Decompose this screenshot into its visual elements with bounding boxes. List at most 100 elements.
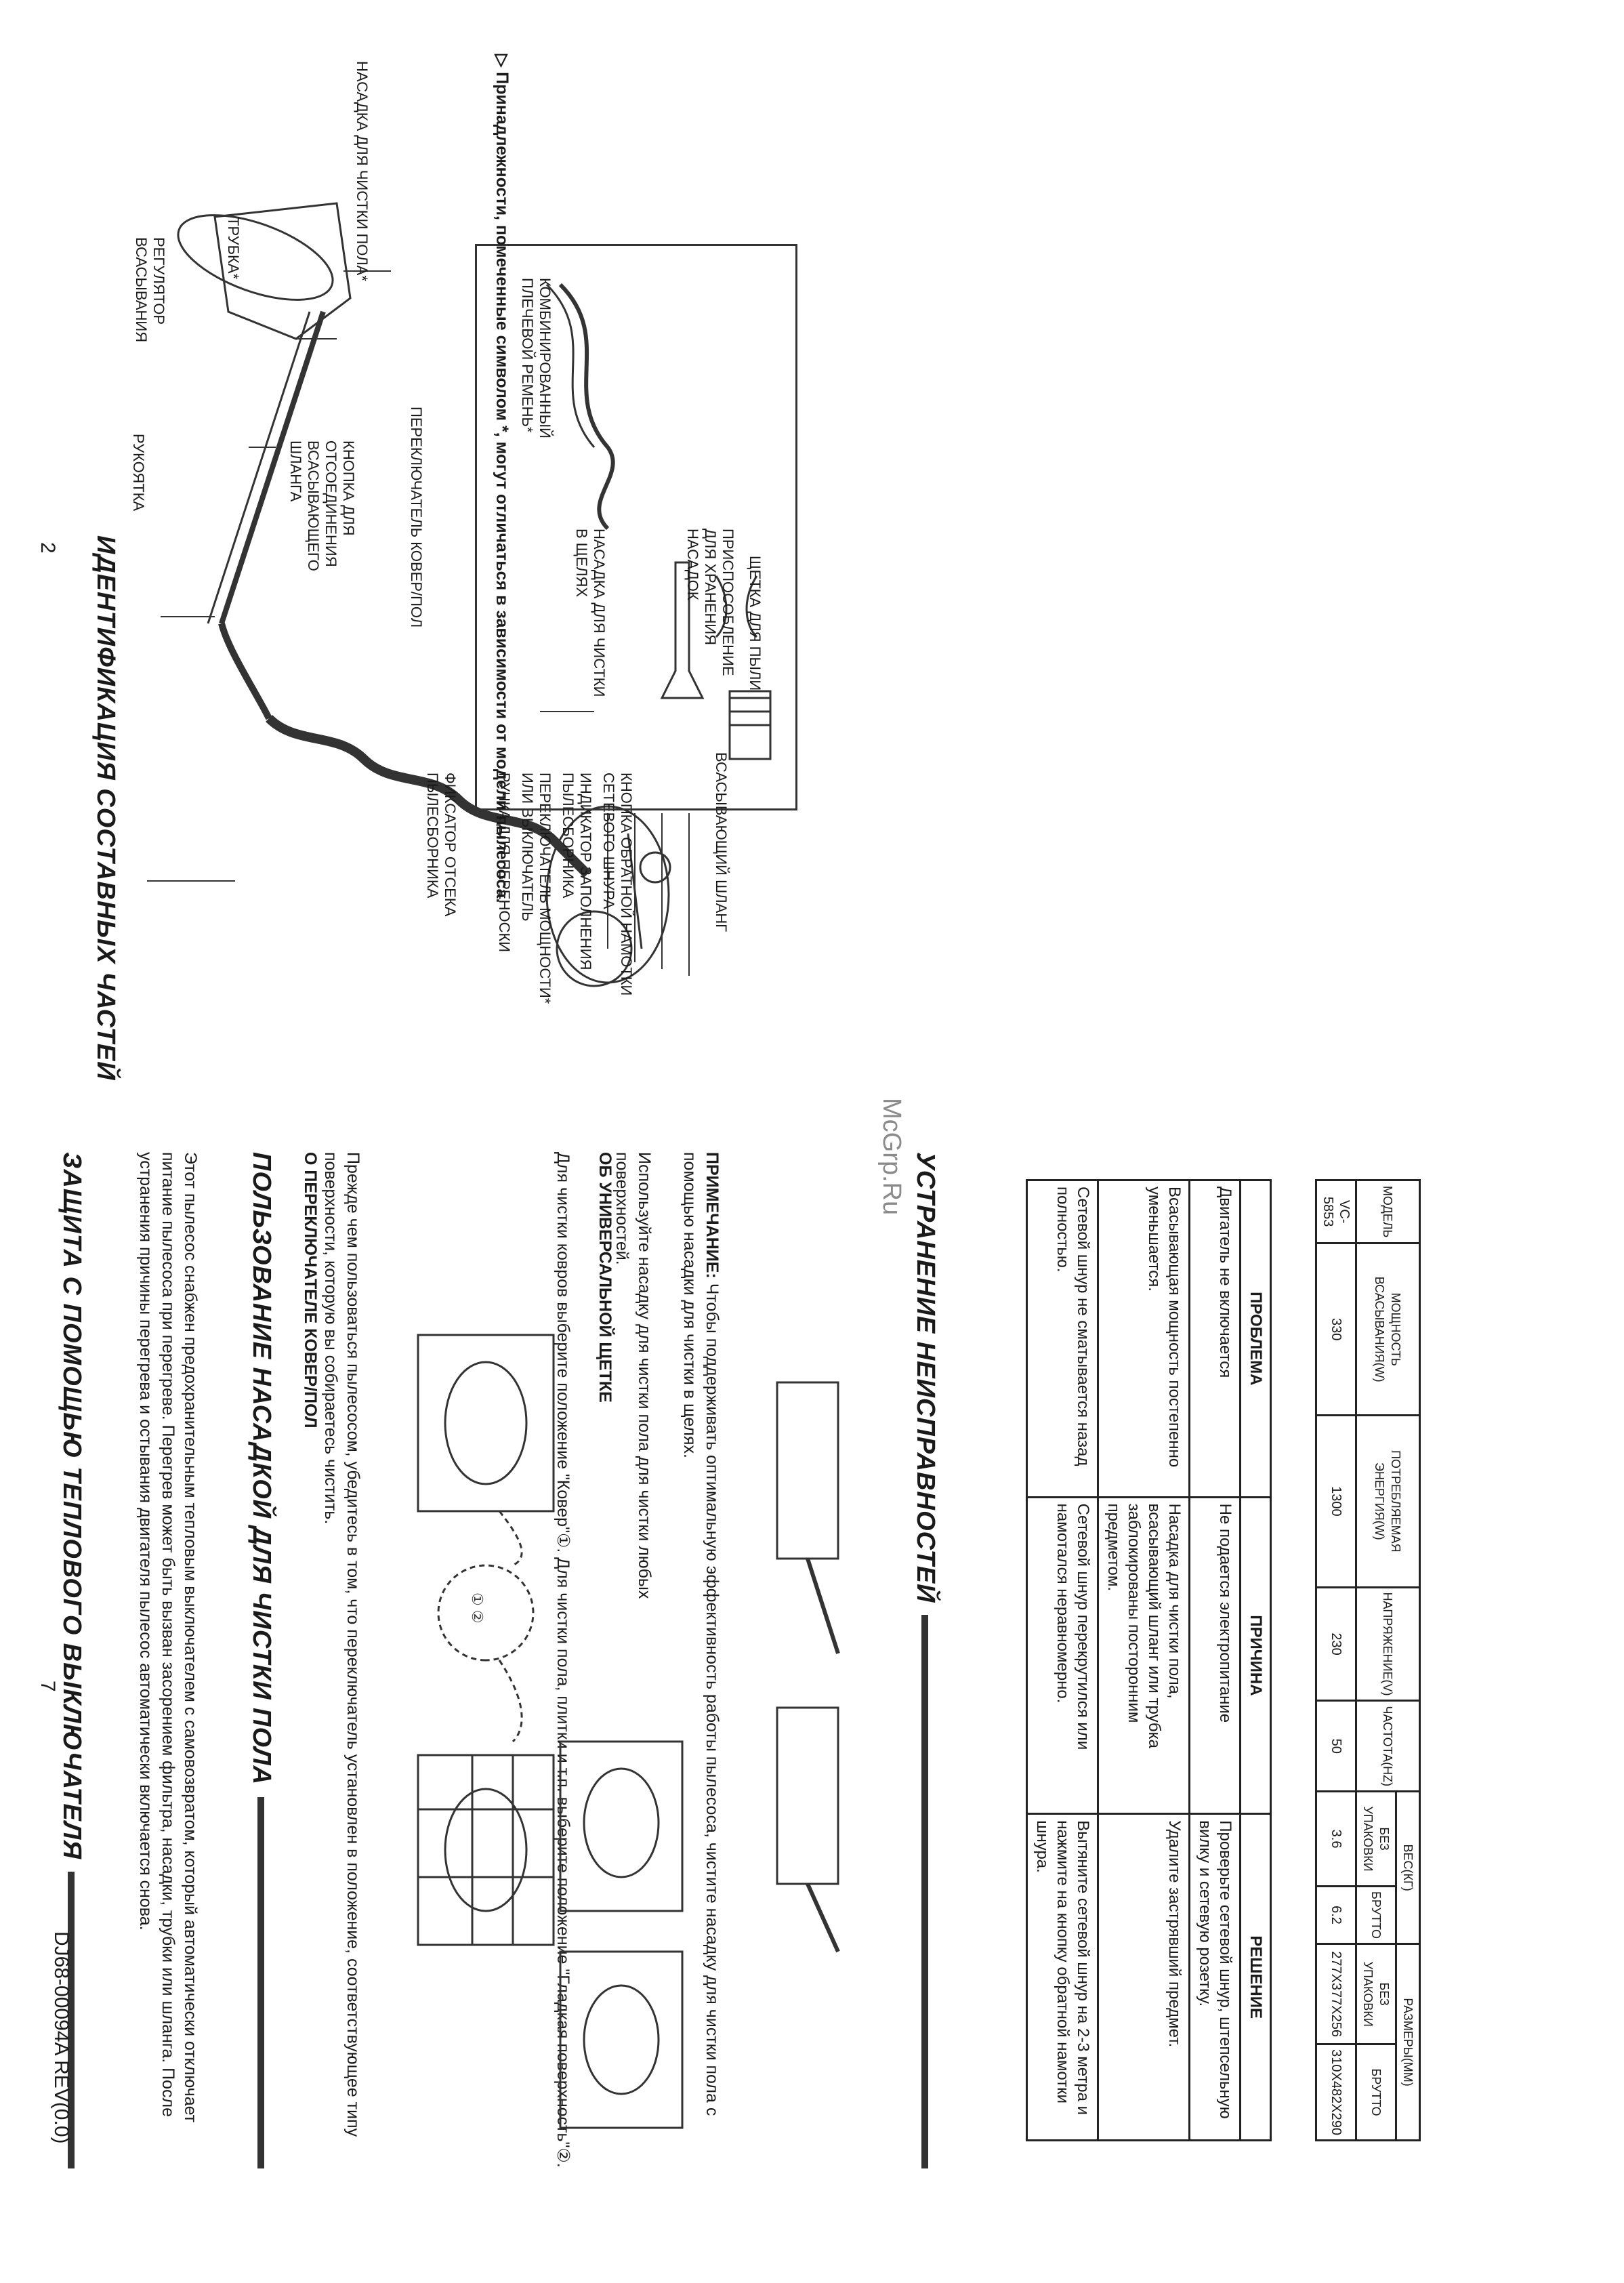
- note-text: Чтобы поддерживать оптимальную эффективн…: [680, 1152, 722, 2116]
- label-pipe: ТРУБКА*: [225, 217, 242, 280]
- crevice-in-use-2: [806, 1883, 840, 1953]
- crevice-in-use-1: [806, 1558, 840, 1654]
- nozzle-title-text: ПОЛЬЗОВАНИЕ НАСАДКОЙ ДЛЯ ЧИСТКИ ПОЛА: [247, 1152, 276, 1786]
- th-power: ПОТРЕБЛЯЕМАЯ ЭНЕРГИЯ(W): [1356, 1415, 1420, 1588]
- label-crevice-tool: НАСАДКА ДЛЯ ЧИСТКИ В ЩЕЛЯХ: [573, 529, 608, 697]
- cell-dims-net: 277X377X256: [1316, 1943, 1356, 2044]
- brush-illustrations: [559, 1740, 684, 2129]
- th-weight-gross: брутто: [1356, 1886, 1396, 1944]
- holder-icon-bottom: [745, 575, 758, 638]
- cell-weight-net: 3.6: [1316, 1791, 1356, 1887]
- th-suction: МОЩНОСТЬ ВСАСЫВАНИЯ(W): [1356, 1243, 1420, 1416]
- label-power-switch: ПЕРЕКЛЮЧАТЕЛЬ МОЩНОСТИ* ИЛИ ВЫКЛЮЧАТЕЛЬ: [519, 773, 554, 1004]
- label-shoulder-strap: КОМБИНИРОВАННЫЙ ПЛЕЧЕВОЙ РЕМЕНЬ*: [519, 278, 554, 438]
- switch-heading: О ПЕРЕКЛЮЧАТЕЛЕ КОВЕР/ПОЛ: [301, 1152, 320, 1428]
- cell-model: VC-5853: [1316, 1180, 1356, 1243]
- title-rule: [921, 1615, 929, 2168]
- cell-dims-gross: 310X482X290: [1316, 2044, 1356, 2141]
- cell: Двигатель не включается: [1189, 1180, 1241, 1498]
- nozzle-on-carpet: [444, 1361, 528, 1485]
- cell: Сетевой шнур не сматывается назад полнос…: [1026, 1180, 1098, 1498]
- label-holder: ПРИСПОСОБЛЕНИЕ ДЛЯ ХРАНЕНИЯ НАСАДОК: [684, 529, 736, 676]
- th-freq: ЧАСТОТА(Hz): [1356, 1700, 1420, 1792]
- identification-title: ИДЕНТИФИКАЦИЯ СОСТАВНЫХ ЧАСТЕЙ: [91, 535, 120, 1081]
- dashed-link-right: [498, 1660, 523, 1743]
- right-page-number: 7: [37, 1681, 59, 1692]
- vacuum-diagram: [147, 202, 690, 987]
- table-row: VC-5853 330 1300 230 50 3.6 6.2 277X377X…: [1316, 1180, 1356, 2141]
- brush-nozzle-2: [583, 1984, 660, 2095]
- label-dust-brush: ЩЕТКА ДЛЯ ПЫЛИ: [747, 556, 764, 691]
- watermark: McGrp.Ru: [877, 1098, 906, 1216]
- th-problem: ПРОБЛЕМА: [1240, 1180, 1271, 1498]
- spec-header-row: МОДЕЛЬ МОЩНОСТЬ ВСАСЫВАНИЯ(W) ПОТРЕБЛЯЕМ…: [1356, 1180, 1420, 2141]
- trouble-title: УСТРАНЕНИЕ НЕИСПРАВНОСТЕЙ: [911, 1152, 940, 2168]
- th-cause: ПРИЧИНА: [1240, 1497, 1271, 1814]
- label-carpet-switch: ПЕРЕКЛЮЧАТЕЛЬ КОВЕР/ПОЛ: [408, 407, 425, 628]
- th-weight: ВЕС(КГ): [1396, 1791, 1420, 1944]
- cell: Удалите застрявший предмет.: [1098, 1813, 1190, 2141]
- label-hose-release: КНОПКА ДЛЯ ОТСОЕДИНЕНИЯ ВСАСЫВАЮЩЕГО ШЛА…: [287, 440, 357, 571]
- cell: Сетевой шнур перекрутился или намотался …: [1026, 1497, 1098, 1814]
- hose-shape: [266, 714, 591, 878]
- trouble-table: ПРОБЛЕМА ПРИЧИНА РЕШЕНИЕ Двигатель не вк…: [1026, 1179, 1272, 2141]
- accessories-footnote: ▷ Принадлежности, помеченные символом *,…: [493, 54, 512, 903]
- cell: Насадка для чистки пола, всасывающий шла…: [1098, 1497, 1190, 1814]
- label-handle: РУКОЯТКА: [130, 434, 147, 512]
- nozzle-title: ПОЛЬЗОВАНИЕ НАСАДКОЙ ДЛЯ ЧИСТКИ ПОЛА: [247, 1152, 276, 2168]
- cell: Не подается электропитание: [1189, 1497, 1241, 1814]
- brush-text: Используйте насадку для чистки пола для …: [612, 1152, 654, 1599]
- thermal-text: Этот пылесос снабжен предохранительным т…: [136, 1152, 200, 2123]
- cell-weight-gross: 6.2: [1316, 1886, 1356, 1944]
- label-dust-lock: ФИКСАТОР ОТСЕКА ПЫЛЕСБОРНИКА: [424, 773, 459, 917]
- doc-code: DJ68-00094A REV(0.0): [50, 1931, 72, 2144]
- left-page-number: 2: [37, 542, 59, 554]
- crevice-tool-icon: [660, 561, 705, 699]
- label-suction-regulator: РЕГУЛЯТОР ВСАСЫВАНИЯ: [133, 237, 167, 343]
- th-solution: РЕШЕНИЕ: [1240, 1813, 1271, 2141]
- pipe-shape: [219, 310, 326, 625]
- note-block: ПРИМЕЧАНИЕ: Чтобы поддерживать оптимальн…: [678, 1152, 723, 2168]
- nozzle-head: [177, 214, 334, 301]
- marker-one-two: ① ②: [469, 1592, 486, 1624]
- th-model: МОДЕЛЬ: [1356, 1180, 1420, 1243]
- floor-nozzle-shape: [213, 202, 352, 340]
- dashed-link-left: [498, 1510, 523, 1567]
- nozzle-illustrations: ① ②: [417, 1334, 555, 1946]
- carpet-area: [417, 1334, 555, 1513]
- label-floor-nozzle: НАСАДКА ДЛЯ ЧИСТКИ ПОЛА*: [354, 61, 371, 281]
- nozzle-underside-1: [776, 1381, 839, 1560]
- th-dims: РАЗМЕРЫ(mm): [1396, 1943, 1420, 2141]
- identification-title-text: ИДЕНТИФИКАЦИЯ СОСТАВНЫХ ЧАСТЕЙ: [91, 535, 120, 1081]
- cell-suction: 330: [1316, 1243, 1356, 1416]
- cord-button-shape: [639, 851, 671, 884]
- vacuum-wheel: [556, 910, 633, 987]
- table-row: Двигатель не включается Не подается элек…: [1189, 1180, 1241, 2141]
- tile-area: [417, 1754, 555, 1946]
- brush-nozzle-1: [583, 1767, 660, 1878]
- switch-text: Прежде чем пользоваться пылесосом, убеди…: [321, 1152, 362, 2137]
- nozzle-on-tile: [444, 1788, 528, 1912]
- table-row: Сетевой шнур не сматывается назад полнос…: [1026, 1180, 1098, 2141]
- switch-detail-circle: [437, 1564, 535, 1662]
- th-weight-net: без упаковки: [1356, 1791, 1396, 1887]
- cleaning-illustrations: [776, 1381, 840, 1953]
- carpet-area-2: [559, 1740, 684, 1912]
- strap-edge: [545, 283, 596, 448]
- cell-voltage: 230: [1316, 1587, 1356, 1701]
- nozzle-underside-2: [776, 1706, 839, 1885]
- th-dims-net: без упаковки: [1356, 1943, 1396, 2044]
- spec-table: МОДЕЛЬ МОЩНОСТЬ ВСАСЫВАНИЯ(W) ПОТРЕБЛЯЕМ…: [1315, 1179, 1421, 2141]
- cell: Вытяните сетевой шнур на 2-3 метра и наж…: [1026, 1813, 1098, 2141]
- cell-power: 1300: [1316, 1415, 1356, 1588]
- grid-area: [559, 1950, 684, 2129]
- title-rule: [257, 1797, 265, 2168]
- note-label: ПРИМЕЧАНИЕ:: [703, 1152, 722, 1279]
- thermal-title-text: ЗАЩИТА С ПОМОЩЬЮ ТЕПЛОВОГО ВЫКЛЮЧАТЕЛЯ: [58, 1152, 86, 1860]
- holder-icon-top: [715, 575, 728, 638]
- th-voltage: НАПРЯЖЕНИЕ(V): [1356, 1587, 1420, 1701]
- pipe-edge: [207, 311, 311, 624]
- cell: Всасывающая мощность постепенно уменьшае…: [1098, 1180, 1190, 1498]
- handle-shape: [218, 622, 272, 720]
